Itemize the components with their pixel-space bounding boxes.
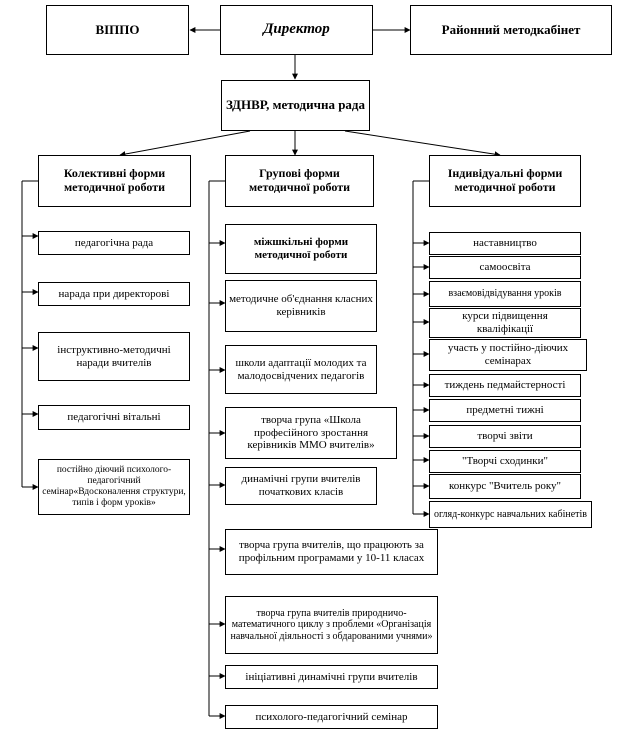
collective-item: інструктивно-методичні наради вчителів (38, 332, 190, 381)
collective-item: постійно діючий психолого-педагогічний с… (38, 459, 190, 515)
individual-item: самоосвіта (429, 256, 581, 279)
group-item: школи адаптації молодих та малодосвідчен… (225, 345, 377, 394)
collective-item: педагогічні вітальні (38, 405, 190, 430)
individual-forms-header: Індивідуальні форми методичної роботи (429, 155, 581, 207)
individual-item: взаємовідвідування уроків (429, 281, 581, 307)
individual-item: огляд-конкурс навчальних кабінетів (429, 501, 592, 528)
director-box: Директор (220, 5, 373, 55)
individual-item: тиждень педмайстерності (429, 374, 581, 397)
group-item: психолого-педагогічний семінар (225, 705, 438, 729)
district-cabinet-box: Районний методкабінет (410, 5, 612, 55)
vippo-box: ВІППО (46, 5, 189, 55)
group-item: динамічні групи вчителів початкових клас… (225, 467, 377, 505)
individual-item: наставництво (429, 232, 581, 255)
individual-item: конкурс "Вчитель року" (429, 474, 581, 499)
group-item: творча група вчителів природничо-математ… (225, 596, 438, 654)
collective-item: нарада при директорові (38, 282, 190, 306)
individual-item: предметні тижні (429, 399, 581, 422)
group-item: творча група «Школа професійного зростан… (225, 407, 397, 459)
individual-item: творчі звіти (429, 425, 581, 448)
individual-item: участь у постійно-діючих семінарах (429, 339, 587, 371)
group-item: ініціативні динамічні групи вчителів (225, 665, 438, 689)
collective-forms-header: Колективні форми методичної роботи (38, 155, 191, 207)
individual-item: курси підвищення кваліфікації (429, 308, 581, 338)
collective-item: педагогічна рада (38, 231, 190, 255)
group-forms-header: Групові форми методичної роботи (225, 155, 374, 207)
individual-item: "Творчі сходинки" (429, 450, 581, 473)
group-item: міжшкільні форми методичної роботи (225, 224, 377, 274)
group-item: методичне об'єднання класних керівників (225, 280, 377, 332)
zdnvr-box: ЗДНВР, методична рада (221, 80, 370, 131)
group-item: творча група вчителів, що працюють за пр… (225, 529, 438, 575)
